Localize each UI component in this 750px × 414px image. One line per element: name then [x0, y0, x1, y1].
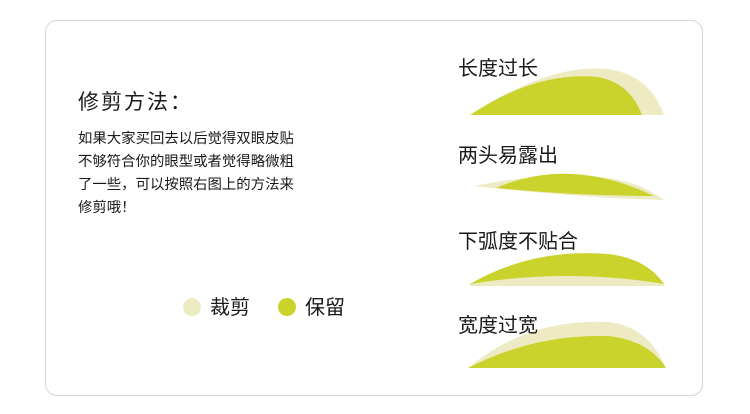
keep-area [470, 76, 642, 115]
case-label: 两头易露出 [458, 143, 558, 167]
description-line: 了一些，可以按照右图上的方法来 [78, 177, 294, 193]
legend-label-keep: 保留 [305, 295, 345, 319]
method-title: 修剪方法： [78, 90, 193, 114]
keep-area [496, 173, 654, 196]
description-line: 不够符合你的眼型或者觉得略微粗 [78, 154, 294, 170]
case-diagram [468, 321, 666, 368]
case-ends-exposed: 两头易露出 [458, 142, 670, 212]
legend-item-trim: 裁剪 [183, 293, 250, 321]
case-width-too-wide: 宽度过宽 [458, 312, 670, 382]
description-line: 如果大家买回去以后觉得双眼皮贴 [78, 131, 294, 147]
method-description: 如果大家买回去以后觉得双眼皮贴 不够符合你的眼型或者觉得略微粗 了一些，可以按照… [78, 128, 368, 220]
case-arc-not-fit: 下弧度不贴合 [458, 228, 670, 298]
legend: 裁剪 保留 [183, 293, 345, 321]
legend-label-trim: 裁剪 [210, 295, 250, 319]
case-label: 下弧度不贴合 [458, 229, 578, 253]
keep-area [468, 335, 666, 368]
case-diagram [470, 68, 664, 115]
case-label: 宽度过宽 [458, 313, 538, 337]
legend-item-keep: 保留 [278, 293, 345, 321]
trim-area [470, 276, 664, 286]
description-line: 修剪哦！ [78, 200, 136, 216]
case-length-too-long: 长度过长 [458, 55, 670, 125]
trim-swatch-icon [183, 298, 201, 316]
case-diagram [470, 253, 664, 286]
keep-area [470, 253, 664, 284]
case-label: 长度过长 [458, 56, 538, 80]
case-diagram [474, 173, 664, 200]
keep-swatch-icon [278, 298, 296, 316]
